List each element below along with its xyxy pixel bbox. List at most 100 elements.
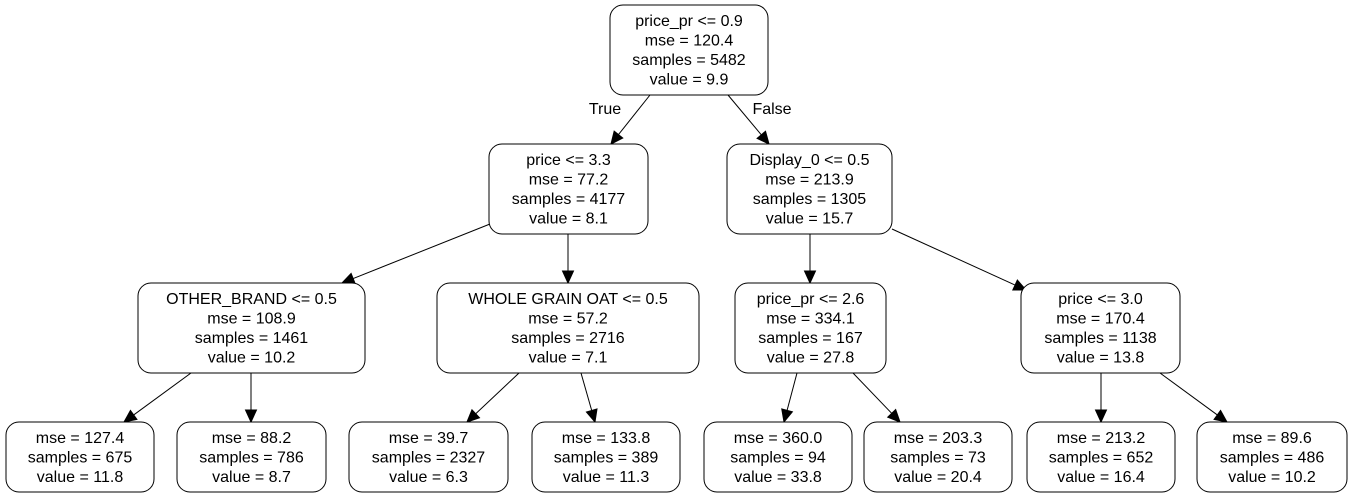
node-text-line: value = 7.1	[529, 350, 608, 367]
node-text-line: price <= 3.3	[526, 152, 611, 169]
node-text-line: price <= 3.0	[1058, 291, 1143, 308]
node-text-line: value = 15.7	[766, 211, 854, 228]
node-text-line: mse = 203.3	[894, 430, 983, 447]
node-text-line: mse = 213.9	[765, 172, 854, 189]
edge-line	[1159, 372, 1218, 416]
arrowhead	[244, 409, 258, 424]
arrowhead	[585, 408, 598, 424]
node-text-line: mse = 57.2	[528, 311, 608, 328]
arrowhead	[886, 408, 901, 423]
node-box	[436, 282, 700, 374]
arrowhead	[123, 409, 138, 423]
node-text-line: value = 13.8	[1057, 350, 1145, 367]
node-text-line: samples = 2327	[372, 449, 486, 466]
node-box	[734, 282, 887, 374]
node-text-line: samples = 675	[28, 449, 133, 466]
node-text-line: mse = 334.1	[766, 311, 855, 328]
edge-n4-n10	[580, 372, 598, 424]
node-text-line: samples = 167	[758, 330, 863, 347]
node-text-line: value = 27.8	[767, 350, 855, 367]
node-text-line: mse = 127.4	[36, 430, 125, 447]
node-text-line: samples = 652	[1049, 449, 1154, 466]
node-text-line: Display_0 <= 0.5	[749, 152, 869, 169]
node-text-line: samples = 389	[554, 449, 659, 466]
node-box	[703, 421, 853, 493]
edge-n5-n12	[852, 372, 901, 423]
edge-line	[133, 372, 192, 416]
node-box	[176, 421, 327, 493]
node-text-line: mse = 170.4	[1056, 311, 1145, 328]
node-text-line: value = 20.4	[894, 469, 982, 486]
node-text-line: mse = 213.2	[1057, 430, 1146, 447]
node-text-line: samples = 1305	[753, 191, 867, 208]
tree-node-n13: mse = 213.2 samples = 652 value = 16.4	[1026, 421, 1176, 493]
edge-n3-n8	[244, 373, 258, 424]
edge-n2-n6	[891, 228, 1028, 291]
edge-n2-n5	[803, 234, 817, 285]
node-text-line: mse = 133.8	[562, 430, 651, 447]
node-text-line: samples = 1461	[195, 330, 309, 347]
node-box	[5, 421, 155, 493]
tree-node-n3: OTHER_BRAND <= 0.5 mse = 108.9 samples = 1…	[137, 282, 366, 374]
node-text-line: mse = 88.2	[212, 430, 292, 447]
node-text-line: value = 33.8	[734, 469, 822, 486]
edge-n1-n3	[340, 223, 491, 285]
node-text-line: value = 10.2	[1228, 469, 1316, 486]
node-text-line: value = 8.7	[212, 469, 291, 486]
arrowhead	[466, 408, 481, 423]
node-text-line: OTHER_BRAND <= 0.5	[166, 291, 337, 308]
edge-line	[786, 372, 798, 411]
tree-node-n11: mse = 360.0 samples = 94 value = 33.8	[703, 421, 853, 493]
edge-n0-n2: False	[727, 94, 792, 145]
node-text-line: value = 9.9	[650, 72, 729, 89]
node-text-line: value = 11.8	[37, 469, 124, 486]
node-box	[1020, 282, 1181, 374]
tree-node-n2: Display_0 <= 0.5 mse = 213.9 samples = 130…	[726, 143, 893, 235]
node-text-line: mse = 108.9	[207, 311, 296, 328]
edge-label: False	[752, 101, 791, 118]
edge-n3-n7	[123, 372, 192, 423]
tree-node-n5: price_pr <= 2.6 mse = 334.1 samples = 167 v…	[734, 282, 887, 374]
edge-n1-n4	[561, 234, 575, 285]
arrowhead	[1094, 409, 1108, 424]
edge-n5-n11	[781, 372, 798, 424]
tree-node-n7: mse = 127.4 samples = 675 value = 11.8	[5, 421, 155, 493]
node-box	[1026, 421, 1176, 493]
edge-n6-n14	[1159, 372, 1228, 423]
node-text-line: mse = 360.0	[734, 430, 823, 447]
edge-line	[891, 228, 1016, 286]
edge-label: True	[589, 101, 621, 118]
edge-line	[475, 372, 520, 415]
node-text-line: samples = 786	[199, 449, 304, 466]
node-text-line: samples = 486	[1220, 449, 1325, 466]
node-box	[863, 421, 1013, 493]
edge-line	[727, 94, 762, 136]
node-text-line: price_pr <= 2.6	[757, 291, 865, 308]
edge-n4-n9	[466, 372, 520, 423]
node-text-line: samples = 2716	[511, 330, 625, 347]
arrowhead	[756, 130, 770, 145]
node-text-line: value = 6.3	[389, 469, 468, 486]
node-text-line: value = 8.1	[529, 211, 608, 228]
edge-line	[852, 372, 893, 414]
edge-line	[618, 94, 651, 135]
node-text-line: price_pr <= 0.9	[635, 13, 743, 30]
node-box	[609, 4, 769, 96]
node-text-line: samples = 94	[730, 449, 826, 466]
node-text-line: samples = 73	[890, 449, 986, 466]
node-box	[1196, 421, 1348, 493]
arrowhead	[340, 272, 356, 285]
arrowhead	[1213, 409, 1228, 423]
node-text-line: mse = 120.4	[645, 33, 734, 50]
node-box	[348, 421, 509, 493]
tree-node-n8: mse = 88.2 samples = 786 value = 8.7	[176, 421, 327, 493]
edge-n6-n13	[1094, 373, 1108, 424]
node-text-line: value = 16.4	[1057, 469, 1145, 486]
